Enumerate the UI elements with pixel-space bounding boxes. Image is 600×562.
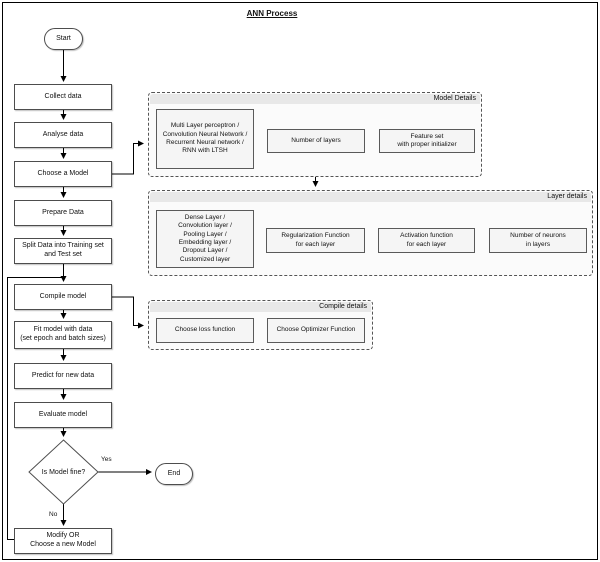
- step-prepare-data: Prepare Data: [14, 200, 112, 226]
- group-layer-details: Layer details Dense Layer / Convolution …: [148, 190, 593, 276]
- box-feature-set: Feature set with proper initializer: [379, 129, 475, 153]
- step-modify-or-choose-new-model: Modify OR Choose a new Model: [14, 528, 112, 554]
- group-compile-details-label: Compile details: [150, 302, 371, 312]
- step-fit-model: Fit model with data (set epoch and batch…: [14, 321, 112, 349]
- box-choose-loss-function: Choose loss function: [156, 318, 254, 343]
- step-split-data: Split Data into Training set and Test se…: [14, 238, 112, 264]
- group-model-details: Model Details Multi Layer perceptron / C…: [148, 92, 482, 177]
- edge-label-yes: Yes: [101, 456, 112, 463]
- box-layer-types: Dense Layer / Convolution layer / Poolin…: [156, 210, 254, 268]
- step-predict-new-data: Predict for new data: [14, 363, 112, 389]
- box-regularization-function: Regularization Function for each layer: [266, 228, 365, 253]
- start-terminator: Start: [44, 28, 83, 50]
- edge-label-no: No: [49, 511, 58, 518]
- step-choose-model: Choose a Model: [14, 161, 112, 187]
- group-layer-details-label: Layer details: [150, 192, 591, 202]
- diagram-title: ANN Process: [246, 9, 298, 18]
- group-compile-details: Compile details Choose loss function Cho…: [148, 300, 373, 350]
- box-number-of-neurons: Number of neurons in layers: [489, 228, 587, 253]
- box-activation-function: Activation function for each layer: [378, 228, 475, 253]
- step-evaluate-model: Evaluate model: [14, 402, 112, 428]
- step-compile-model: Compile model: [14, 284, 112, 310]
- box-number-of-layers: Number of layers: [267, 129, 365, 153]
- box-model-types: Multi Layer perceptron / Convolution Neu…: [156, 109, 254, 169]
- box-choose-optimizer-function: Choose Optimizer Function: [267, 318, 365, 343]
- group-model-details-label: Model Details: [150, 94, 480, 104]
- end-terminator: End: [155, 463, 193, 485]
- decision-is-model-fine: Is Model fine?: [41, 468, 86, 476]
- step-analyse-data: Analyse data: [14, 122, 112, 148]
- step-collect-data: Collect data: [14, 84, 112, 110]
